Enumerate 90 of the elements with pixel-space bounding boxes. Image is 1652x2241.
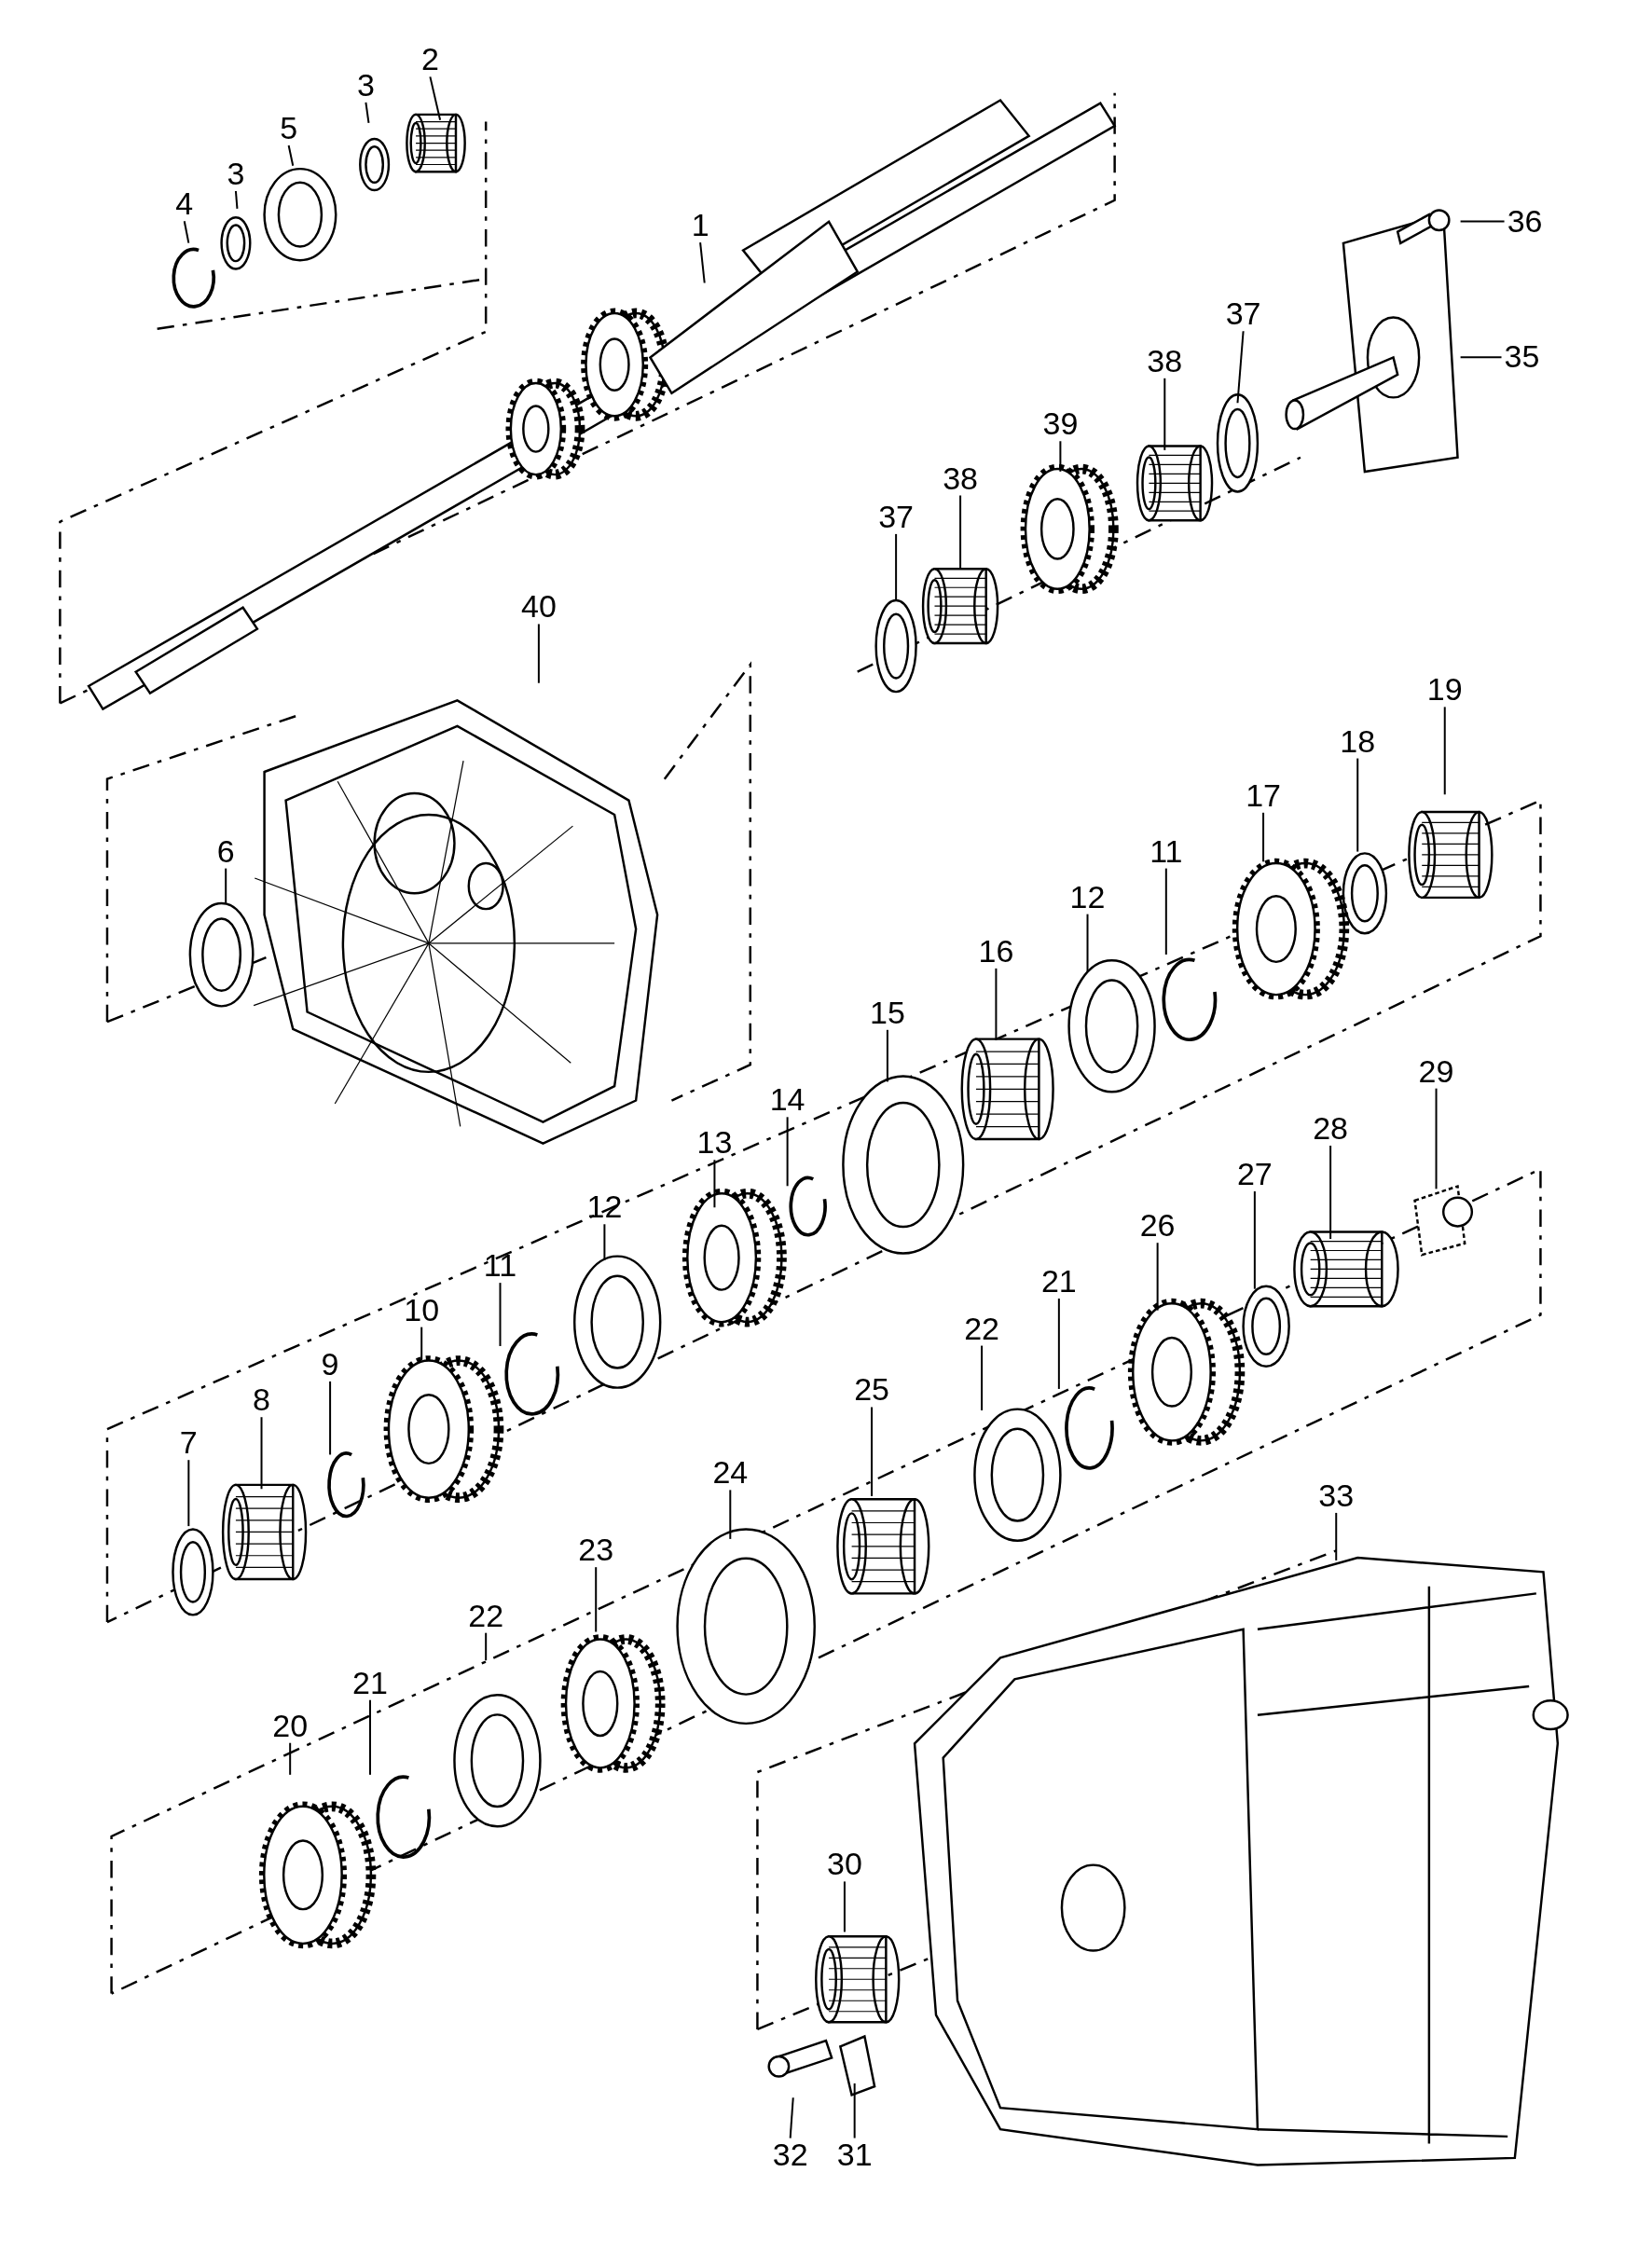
leader-line bbox=[603, 1223, 606, 1261]
leader-line bbox=[699, 241, 706, 284]
leader-line bbox=[1435, 1087, 1438, 1190]
callout-number: 35 bbox=[1492, 338, 1552, 377]
leader-line bbox=[981, 1344, 984, 1411]
callout-number: 38 bbox=[930, 460, 991, 498]
leader-line bbox=[420, 1326, 423, 1362]
leader-line bbox=[595, 1566, 598, 1633]
callout-number: 11 bbox=[470, 1247, 530, 1285]
leader-line bbox=[429, 76, 442, 121]
leader-line bbox=[1163, 377, 1166, 451]
callout-number: 31 bbox=[824, 2136, 885, 2174]
leader-line bbox=[1329, 1144, 1332, 1240]
callout-number: 20 bbox=[260, 1707, 321, 1745]
leader-line bbox=[1086, 913, 1089, 973]
leader-line bbox=[499, 1282, 502, 1347]
leader-line bbox=[369, 1698, 371, 1776]
leader-line bbox=[1236, 330, 1245, 405]
callout-number: 25 bbox=[842, 1371, 902, 1409]
leader-line bbox=[365, 101, 370, 124]
leader-line bbox=[183, 220, 190, 244]
callout-number: 8 bbox=[231, 1382, 292, 1420]
leader-line bbox=[537, 623, 540, 684]
callout-number: 10 bbox=[392, 1291, 452, 1329]
leader-line bbox=[1164, 867, 1167, 956]
leader-line bbox=[287, 144, 295, 167]
callout-number: 7 bbox=[158, 1424, 219, 1463]
callout-number: 33 bbox=[1306, 1477, 1367, 1515]
leader-line bbox=[1335, 1511, 1338, 1561]
callout-number: 29 bbox=[1406, 1052, 1466, 1091]
leader-line bbox=[1253, 1190, 1256, 1290]
leader-line bbox=[289, 1741, 292, 1776]
callout-number: 22 bbox=[952, 1310, 1012, 1348]
leader-line bbox=[1057, 1298, 1060, 1390]
callout-number: 19 bbox=[1414, 671, 1475, 709]
callout-number: 14 bbox=[757, 1081, 818, 1120]
leader-line bbox=[329, 1380, 332, 1456]
leader-line bbox=[871, 1406, 874, 1497]
callout-number: 12 bbox=[574, 1189, 635, 1227]
callout-number: 12 bbox=[1057, 878, 1118, 916]
leader-line bbox=[995, 967, 998, 1041]
leader-line bbox=[1459, 220, 1506, 223]
leader-line bbox=[1443, 706, 1446, 796]
callout-number: 21 bbox=[340, 1664, 400, 1702]
callout-number: 16 bbox=[966, 932, 1026, 970]
leader-line bbox=[187, 1459, 190, 1528]
callout-number: 32 bbox=[760, 2136, 820, 2174]
callout-number: 15 bbox=[857, 994, 917, 1032]
leader-line bbox=[1459, 356, 1503, 359]
callout-number: 40 bbox=[508, 588, 569, 626]
leader-line bbox=[1356, 757, 1359, 853]
callout-number: 21 bbox=[1028, 1263, 1089, 1300]
leader-line bbox=[485, 1631, 488, 1662]
callout-number: 24 bbox=[700, 1454, 761, 1492]
callout-number: 18 bbox=[1328, 722, 1388, 761]
callout-number: 2 bbox=[400, 41, 461, 79]
callout-number: 27 bbox=[1224, 1156, 1285, 1193]
leader-line bbox=[234, 190, 239, 210]
callout-number: 13 bbox=[684, 1124, 745, 1162]
callout-number: 1 bbox=[670, 207, 731, 245]
leader-line bbox=[895, 532, 898, 601]
callout-number: 37 bbox=[866, 498, 927, 536]
callout-number: 38 bbox=[1135, 342, 1195, 380]
callout-number: 22 bbox=[456, 1597, 516, 1635]
leader-line bbox=[853, 2082, 856, 2139]
callout-number: 23 bbox=[566, 1532, 626, 1570]
leader-line bbox=[843, 1880, 846, 1933]
callout-number: 28 bbox=[1301, 1109, 1361, 1148]
leader-line bbox=[786, 1116, 789, 1188]
callout-number: 6 bbox=[196, 832, 256, 871]
callout-number: 5 bbox=[258, 109, 319, 147]
callout-number: 3 bbox=[336, 66, 396, 104]
leader-line bbox=[1156, 1242, 1159, 1312]
callout-number: 30 bbox=[814, 1846, 874, 1884]
callout-number: 11 bbox=[1136, 832, 1196, 871]
callout-number: 39 bbox=[1030, 406, 1091, 444]
callout-number: 37 bbox=[1213, 296, 1273, 334]
leader-line bbox=[729, 1489, 732, 1540]
leader-line bbox=[225, 867, 227, 904]
callout-number: 9 bbox=[300, 1345, 361, 1383]
callout-number: 17 bbox=[1233, 777, 1294, 815]
leader-line bbox=[713, 1159, 716, 1209]
callout-number: 26 bbox=[1127, 1207, 1188, 1245]
leader-line bbox=[789, 2097, 794, 2139]
leader-line bbox=[260, 1416, 263, 1491]
leader-line bbox=[959, 494, 962, 571]
leader-line bbox=[886, 1028, 888, 1083]
leader-line bbox=[1262, 811, 1265, 863]
leader-line bbox=[1059, 440, 1062, 473]
callout-number: 36 bbox=[1494, 202, 1555, 241]
